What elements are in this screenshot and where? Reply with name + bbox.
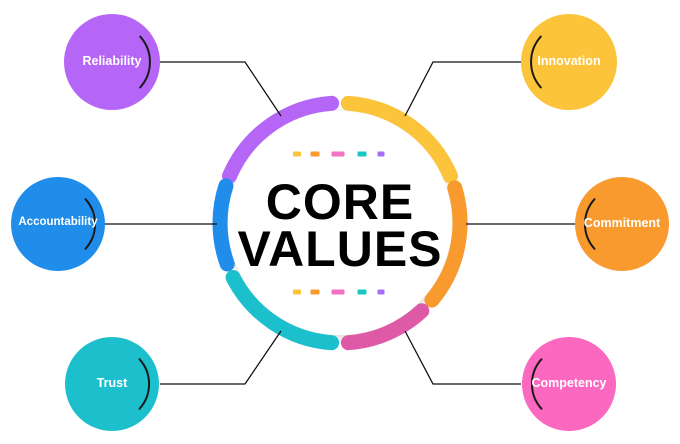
competency-label: Competency xyxy=(531,376,607,390)
top-dash-3 xyxy=(331,151,345,157)
reliability-bracket xyxy=(139,35,151,89)
commitment-label: Commitment xyxy=(583,216,661,230)
competency-circle xyxy=(522,337,616,431)
competency-connector xyxy=(404,330,521,385)
trust-label: Trust xyxy=(96,376,128,390)
trust-connector xyxy=(160,330,282,385)
title-values: VALUES xyxy=(237,221,443,277)
reliability-label: Reliability xyxy=(82,54,142,68)
trust-bracket xyxy=(138,358,150,410)
bottom-dash-2 xyxy=(310,289,320,295)
commitment-circle xyxy=(575,177,669,271)
bottom-dash-5 xyxy=(377,289,385,295)
ring-arc-3 xyxy=(424,180,468,308)
bottom-dash-3 xyxy=(331,289,345,295)
reliability-connector xyxy=(160,61,282,117)
ring-arc-5 xyxy=(225,270,340,351)
bottom-dash-4 xyxy=(357,289,367,295)
innovation-circle xyxy=(521,14,617,110)
trust-circle xyxy=(65,337,159,431)
ring-arc-1 xyxy=(222,95,340,184)
reliability-circle xyxy=(64,14,160,110)
accountability-circle xyxy=(11,177,105,271)
innovation-label: Innovation xyxy=(537,54,601,68)
ring-arc-2 xyxy=(340,95,458,184)
top-dash-4 xyxy=(357,151,367,157)
accountability-bracket xyxy=(84,198,96,250)
ring-arc-4 xyxy=(340,303,430,351)
accountability-label: Accountability xyxy=(18,216,98,228)
title-core: CORE xyxy=(265,174,415,230)
top-dash-5 xyxy=(377,151,385,157)
ring-arc-6 xyxy=(212,178,235,272)
bottom-dash-1 xyxy=(293,289,301,295)
commitment-bracket xyxy=(584,198,596,250)
competency-bracket xyxy=(531,358,543,410)
innovation-connector xyxy=(404,61,521,117)
innovation-bracket xyxy=(530,35,542,89)
top-dash-2 xyxy=(310,151,320,157)
center-disk xyxy=(228,111,452,335)
top-dash-1 xyxy=(293,151,301,157)
